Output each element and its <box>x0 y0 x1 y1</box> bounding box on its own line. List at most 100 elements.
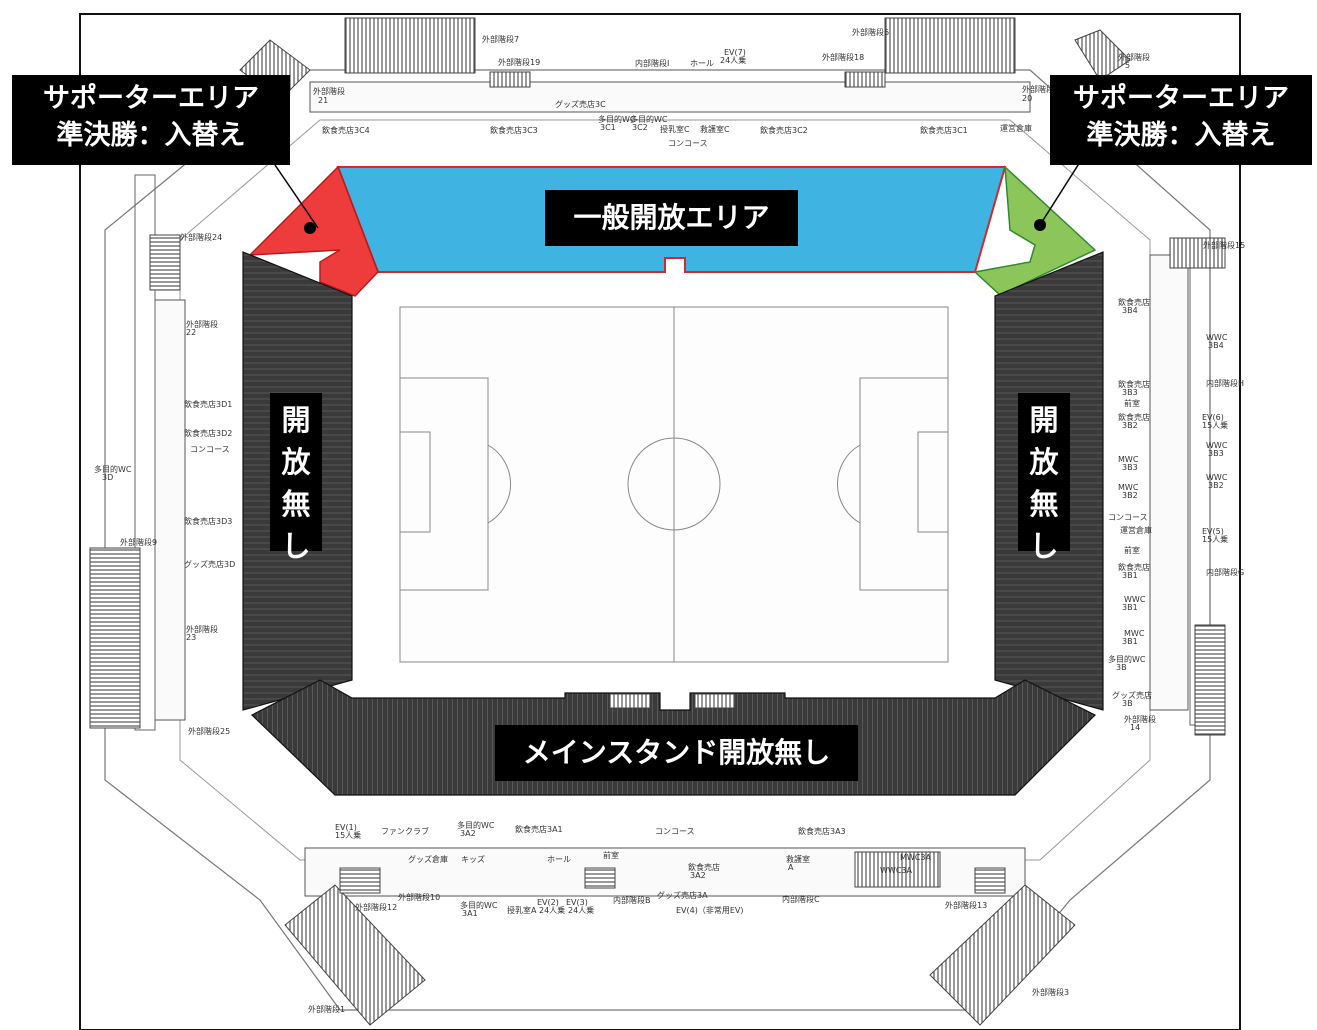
room-label: 外部階段 <box>186 624 218 634</box>
centre-circle <box>627 437 721 531</box>
room-label: 飲食売店 <box>1118 412 1150 422</box>
label-right-closed-char: 放 <box>1029 445 1059 479</box>
room-label: 外部階段 <box>1124 714 1156 724</box>
room-label: 多目的WC <box>598 114 636 124</box>
room-label: 24人乗 <box>539 905 565 915</box>
room-label: EV(7) <box>724 48 746 57</box>
room-label: EV(3) <box>566 898 588 907</box>
bottom-right-diagonal-stairs <box>929 884 1076 1026</box>
room-label: 外部階段25 <box>188 726 230 736</box>
room-label: MWC <box>1124 629 1145 638</box>
room-label: 前室 <box>603 850 619 860</box>
top-stairs-left <box>344 17 476 74</box>
room-label: 飲食売店3D3 <box>184 516 232 526</box>
room-label: 飲食売店3C3 <box>490 125 538 135</box>
room-label: グッズ倉庫 <box>408 854 448 864</box>
penalty-arc-left <box>487 444 511 524</box>
room-label: グッズ売店3A <box>657 890 708 900</box>
room-label: 15人乗 <box>1202 420 1228 430</box>
room-label: キッズ <box>461 854 485 864</box>
room-label: グッズ売店3C <box>555 99 606 109</box>
room-label: 3B3 <box>1122 388 1138 397</box>
room-label: 運営倉庫 <box>1120 525 1152 535</box>
room-label: 飲食売店3D1 <box>184 399 232 409</box>
top-right-diagonal-stairs <box>1074 29 1131 81</box>
room-label: 3B1 <box>1122 637 1138 646</box>
room-label: A <box>788 863 794 872</box>
room-label: 内部階段G <box>1206 567 1244 577</box>
room-label: 授乳室A <box>507 905 537 915</box>
room-label: 外部階段13 <box>945 900 987 910</box>
room-label: 3B <box>1116 663 1127 672</box>
room-label: 外部階段19 <box>498 57 540 67</box>
room-label: 飲食売店3C1 <box>920 125 968 135</box>
room-label: 飲食売店 <box>1118 297 1150 307</box>
right-facility-block <box>1149 254 1189 711</box>
bottom-stairs-center <box>584 867 616 889</box>
room-label: 24人乗 <box>568 905 594 915</box>
penalty-arc-right <box>837 444 861 524</box>
label-left-closed-char: し <box>281 529 311 563</box>
room-label: 外部階段18 <box>822 52 864 62</box>
room-label: 3B4 <box>1122 306 1138 315</box>
top-stairs-small-right <box>844 71 886 88</box>
room-label: WWC3A <box>880 866 912 875</box>
room-label: 内部階段B <box>613 895 651 905</box>
room-label: コンコース <box>190 445 230 454</box>
room-label: 3B2 <box>1122 421 1138 430</box>
room-label: 授乳室C <box>660 124 690 134</box>
room-label: 外部階段 <box>313 86 345 96</box>
room-label: EV(5) <box>1202 527 1224 536</box>
label-left-closed: 開 放 無 し <box>270 393 322 563</box>
room-label: 外部階段3 <box>1032 987 1069 997</box>
left-stairs-9 <box>89 547 141 729</box>
map-frame <box>79 13 1241 1030</box>
room-label: 14 <box>1130 723 1140 732</box>
room-label: ホール <box>547 855 571 864</box>
room-label: WWC <box>1206 473 1228 482</box>
room-label: MWC3A <box>900 853 931 862</box>
leader-line-left <box>274 164 319 229</box>
room-label: 3B1 <box>1122 571 1138 580</box>
room-label: 3B3 <box>1122 463 1138 472</box>
supporter-area-right <box>973 165 1097 296</box>
room-label: 外部階段10 <box>398 892 440 902</box>
room-label: 21 <box>318 96 328 105</box>
label-right-closed-char: 無 <box>1029 487 1059 521</box>
left-outer-corridor <box>134 174 156 731</box>
room-label: 前室 <box>1124 398 1140 408</box>
bottom-left-diagonal-stairs <box>284 884 426 1026</box>
label-left-closed-char: 開 <box>281 403 311 437</box>
room-label: 多目的WC <box>1108 654 1146 664</box>
room-label: 3B2 <box>1122 491 1138 500</box>
room-label: 外部階段6 <box>852 27 889 37</box>
room-label: 前室 <box>1124 545 1140 555</box>
room-label: 3B3 <box>1208 449 1224 458</box>
label-right-closed-char: 開 <box>1029 403 1059 437</box>
room-label: 多目的WC <box>630 114 668 124</box>
label-left-closed-char: 無 <box>281 487 311 521</box>
room-label: 外部階段9 <box>120 537 157 547</box>
left-facility-block <box>154 299 186 721</box>
room-label: 5 <box>1125 61 1130 70</box>
room-label: 15人乗 <box>1202 534 1228 544</box>
bottom-stairs-left <box>339 867 381 894</box>
goal-box-right <box>917 431 949 533</box>
room-label: 飲食売店3A3 <box>798 826 846 836</box>
label-right-closed-char: し <box>1029 529 1059 563</box>
label-supporter-right: サポーターエリア 準決勝：入替え <box>1050 75 1312 165</box>
room-label: ファンクラブ <box>381 826 429 836</box>
room-label: 3B <box>1122 699 1133 708</box>
room-label: 3D <box>102 473 113 482</box>
room-label: コンコース <box>668 139 708 148</box>
bottom-toilet-block <box>854 851 941 888</box>
room-label: 救護室C <box>700 124 730 134</box>
room-label: 内部階段I <box>635 58 669 68</box>
room-label: 3B4 <box>1208 341 1224 350</box>
right-stairs-lower <box>1194 624 1226 736</box>
room-label: EV(1) <box>335 823 357 832</box>
left-stairs-24 <box>149 234 181 291</box>
room-label: WWC <box>1206 441 1228 450</box>
